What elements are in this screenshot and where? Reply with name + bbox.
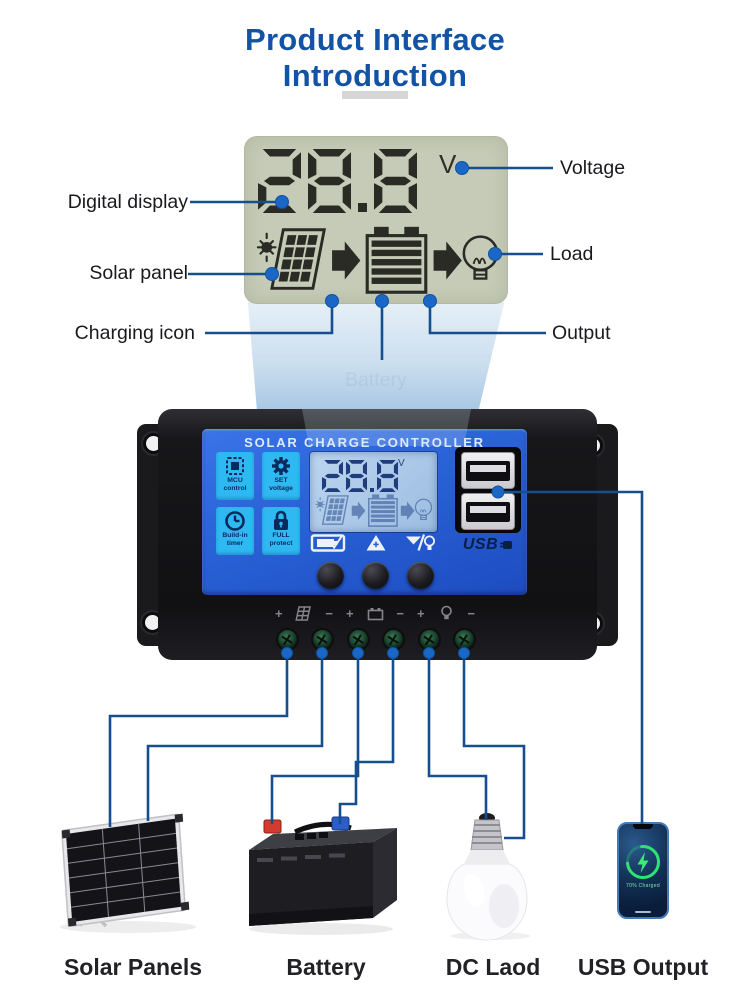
label-charging-icon: Charging icon xyxy=(74,322,195,344)
feature-label: MCU xyxy=(227,477,243,484)
phone-notch xyxy=(633,824,653,829)
feature-label: SET xyxy=(274,477,288,484)
controller-lcd: V xyxy=(310,452,437,532)
label-solar-panel: Solar panel xyxy=(89,262,188,284)
solar-panel-image xyxy=(60,813,196,933)
terminal-screw xyxy=(275,628,299,651)
phone-charge-text: 70% Charged xyxy=(626,883,660,889)
usb-ports xyxy=(455,447,521,533)
terminal-screw xyxy=(452,628,476,651)
usb-port-bottom xyxy=(461,493,515,530)
controller-button xyxy=(407,562,434,589)
terminal-screw xyxy=(417,628,441,651)
usb-port-top xyxy=(461,452,515,489)
controller-front-panel: SOLAR CHARGE CONTROLLER MCU control xyxy=(202,429,527,595)
label-output: Output xyxy=(552,322,611,344)
lcd-voltage-unit: V xyxy=(439,149,457,179)
device-label-battery: Battery xyxy=(286,954,366,980)
terminal-screw xyxy=(381,628,405,651)
plus-sign: + xyxy=(417,605,425,621)
feature-label: Build-in xyxy=(222,532,248,539)
label-voltage: Voltage xyxy=(560,157,626,179)
feature-buildin-timer: Build-in timer xyxy=(216,507,254,555)
solar-panel-icon xyxy=(295,605,311,621)
feature-label: protect xyxy=(269,540,293,548)
controller-button xyxy=(317,562,344,589)
controller-lcd-digits xyxy=(322,460,398,492)
controller-title: SOLAR CHARGE CONTROLLER xyxy=(244,435,485,450)
device-label-usb-output: USB Output xyxy=(577,954,709,980)
battery-status-icon xyxy=(310,534,346,552)
battery-icon xyxy=(367,607,383,620)
feature-label: timer xyxy=(226,540,244,548)
minus-sign: − xyxy=(325,605,333,621)
title-underline-bar xyxy=(342,91,408,99)
lcd-flow-icons xyxy=(256,225,498,294)
lcd-display-panel: V xyxy=(245,137,507,303)
terminal-label-solar: + − xyxy=(275,604,333,622)
usb-plug-icon xyxy=(500,541,513,549)
device-label-dc-load: DC Laod xyxy=(445,954,541,980)
feature-mcu-control: MCU control xyxy=(216,452,254,500)
feature-label: FULL xyxy=(272,532,290,539)
minus-sign: − xyxy=(396,605,404,621)
terminal-screw xyxy=(310,628,334,651)
label-load: Load xyxy=(550,243,594,265)
plus-sign: + xyxy=(346,605,354,621)
clock-icon xyxy=(225,511,245,531)
indicator-symbols xyxy=(310,534,436,552)
load-status-icon xyxy=(406,534,436,551)
feature-label: control xyxy=(223,485,247,493)
feature-label: voltage xyxy=(269,485,293,493)
chip-icon xyxy=(226,457,244,475)
lock-icon xyxy=(274,510,288,530)
bulb-icon xyxy=(440,605,452,620)
terminal-label-battery: + − xyxy=(346,604,404,622)
lcd-digits xyxy=(258,149,417,213)
plus-sign: + xyxy=(275,605,283,621)
charge-arrow-icon xyxy=(366,535,386,551)
feature-full-protect: FULL protect xyxy=(262,507,300,555)
page-title: Product Interface Introduction xyxy=(0,22,750,93)
controller-button xyxy=(362,562,389,589)
usb-logo-text: USB xyxy=(462,536,499,553)
label-digital-display: Digital display xyxy=(67,191,188,213)
projection-beam xyxy=(247,302,505,412)
terminal-screw xyxy=(346,628,370,651)
controller-lcd-unit: V xyxy=(398,458,405,469)
controller-lcd-flow-icons xyxy=(315,494,432,527)
battery-image xyxy=(249,816,397,935)
terminal-label-load: + − xyxy=(417,604,475,622)
feature-set-voltage: SET voltage xyxy=(262,452,300,500)
usb-logo: USB xyxy=(455,536,521,554)
minus-sign: − xyxy=(467,605,475,621)
device-label-solar-panels: Solar Panels xyxy=(63,954,203,980)
page-title-line1: Product Interface xyxy=(244,22,506,57)
light-bulb-image xyxy=(446,813,530,941)
page-title-line2: Introduction xyxy=(282,57,468,93)
charging-ring-icon xyxy=(626,845,660,879)
phone-home-bar xyxy=(635,910,651,913)
gear-icon xyxy=(272,457,290,475)
phone-image: 70% Charged xyxy=(617,822,669,919)
